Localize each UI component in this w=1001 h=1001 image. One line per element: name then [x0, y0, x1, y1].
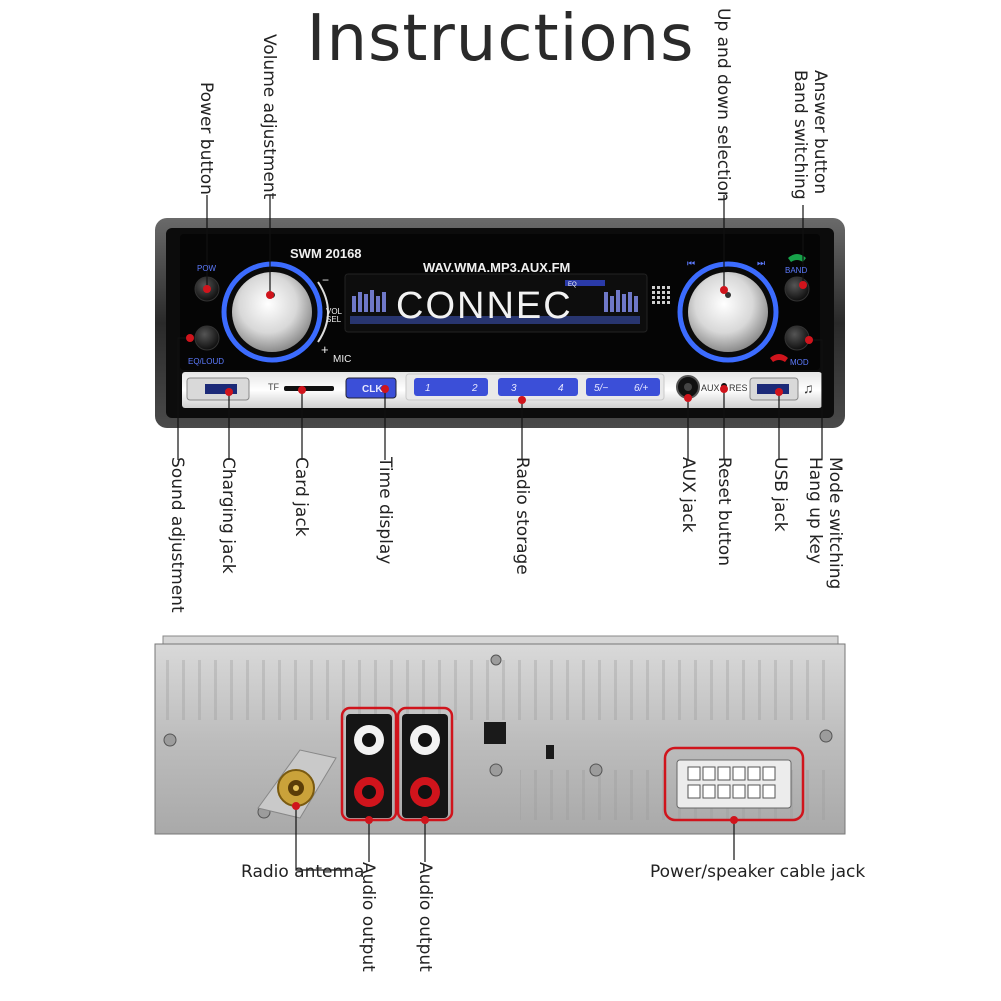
formats-label: WAV.WMA.MP3.AUX.FM [423, 260, 570, 275]
vol-label: VOL [326, 307, 343, 316]
volume-knob [232, 272, 312, 352]
callout-charging-jack: Charging jack [218, 457, 238, 574]
preset-6: 6/+ [634, 383, 648, 394]
tf-label: TF [268, 382, 279, 392]
spectrum-left [352, 290, 386, 312]
callout-answer-button: Answer button [810, 70, 830, 195]
rca-red-jacks [354, 777, 440, 807]
mod-button [784, 325, 810, 351]
callout-radio-antenna: Radio antenna [241, 862, 365, 882]
band-label: BAND [785, 266, 807, 275]
page-title: Instructions [306, 2, 695, 76]
mic-label: MIC [333, 354, 351, 365]
preset-1: 1 [425, 383, 431, 394]
callout-hang-up-key: Hang up key [805, 457, 825, 564]
eq-loud-button [194, 325, 220, 351]
display-grid-icon [652, 286, 670, 304]
callout-reset-button: Reset button [714, 457, 734, 566]
eq-badge: EQ [568, 282, 577, 288]
preset-4: 4 [558, 383, 564, 394]
res-label: RES [729, 383, 748, 393]
display-text: CONNEC [396, 285, 573, 327]
callout-volume-adjustment: Volume adjustment [259, 34, 279, 200]
sel-label: SEL [326, 315, 342, 324]
answer-phone-icon [788, 254, 806, 262]
callout-power-speaker-jack: Power/speaker cable jack [650, 862, 866, 882]
callout-radio-storage: Radio storage [512, 457, 532, 575]
preset-3: 3 [511, 383, 517, 394]
hangup-phone-icon [770, 354, 788, 362]
callout-time-display: Time display [375, 457, 395, 565]
callout-audio-output-2: Audio output [415, 862, 435, 972]
vol-minus-label: − [322, 273, 329, 287]
callout-usb-jack: USB jack [770, 457, 790, 532]
mod-label: MOD [790, 358, 809, 367]
pow-label: POW [197, 264, 217, 273]
band-button [784, 276, 810, 302]
vol-plus-label: + [321, 342, 329, 357]
callout-band-switching: Band switching [790, 70, 810, 200]
clk-button [345, 377, 397, 399]
prev-icon: ⏮ [687, 258, 695, 268]
callout-up-down-selection: Up and down selection [713, 8, 733, 202]
tf-card-slot [284, 386, 334, 391]
callout-aux-jack: AUX jack [678, 457, 698, 533]
next-icon: ⏭ [757, 258, 765, 268]
spectrum-right [604, 290, 638, 312]
music-note-icon: ♫ [803, 380, 814, 396]
preset-2: 2 [471, 383, 478, 394]
eq-loud-label: EQ/LOUD [188, 357, 224, 366]
select-knob [688, 272, 768, 352]
model-label: SWM 20168 [290, 246, 362, 261]
callout-power-button: Power button [196, 82, 216, 195]
callout-audio-output-1: Audio output [358, 862, 378, 972]
rca-white-jacks [354, 725, 440, 755]
front-panel-illustration: SWM 20168 WAV.WMA.MP3.AUX.FM CONNEC EQ P… [155, 195, 845, 460]
callout-sound-adjustment: Sound adjustment [167, 457, 187, 613]
preset-5: 5/− [594, 383, 608, 394]
callout-card-jack: Card jack [291, 457, 311, 537]
rear-panel-illustration [154, 635, 846, 871]
clk-label: CLK [362, 384, 383, 395]
callout-mode-switching: Mode switching [825, 457, 845, 590]
aux-label: AUX [701, 383, 720, 393]
